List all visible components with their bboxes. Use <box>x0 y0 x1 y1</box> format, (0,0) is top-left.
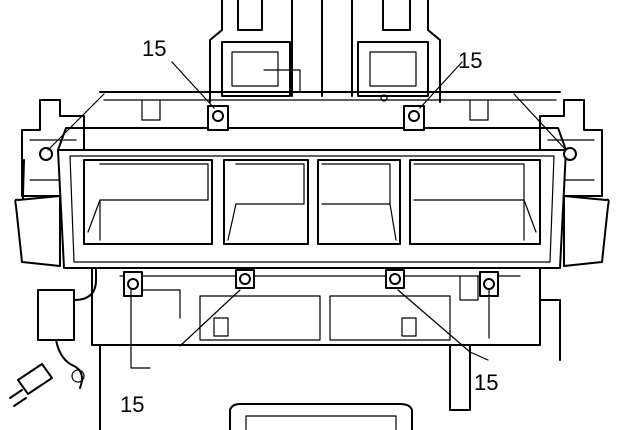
bolt-top-left <box>207 105 229 131</box>
wiring-harness <box>9 267 97 407</box>
bolt-left-side <box>39 147 53 161</box>
callout-bottom-right: 15 <box>474 370 498 395</box>
callout-bottom-left: 15 <box>120 392 144 417</box>
bolt-right-side <box>563 147 577 161</box>
vent-outlet-1 <box>83 159 213 245</box>
callout-labels: 15 15 15 15 <box>120 36 498 417</box>
leader-lines <box>47 61 567 369</box>
bolt-bottom-2 <box>235 269 255 289</box>
leader-bottom-right <box>397 289 489 361</box>
vent-outlet-3 <box>317 159 401 245</box>
leader-bottom-left <box>130 289 151 369</box>
bolt-bottom-4 <box>479 271 499 297</box>
upper-blower-assembly <box>99 0 561 121</box>
leader-top-left <box>171 61 215 109</box>
lower-module <box>91 267 561 430</box>
bolt-bottom-3 <box>385 269 405 289</box>
fasteners <box>39 105 577 297</box>
vent-outlet-2 <box>223 159 309 245</box>
bolt-top-right <box>403 105 425 131</box>
bolt-bottom-1 <box>123 271 143 297</box>
vent-outlet-4 <box>409 159 541 245</box>
leader-top-right <box>419 61 463 109</box>
callout-top-left: 15 <box>142 36 166 61</box>
callout-top-right: 15 <box>458 48 482 73</box>
vent-outlets <box>83 159 541 245</box>
